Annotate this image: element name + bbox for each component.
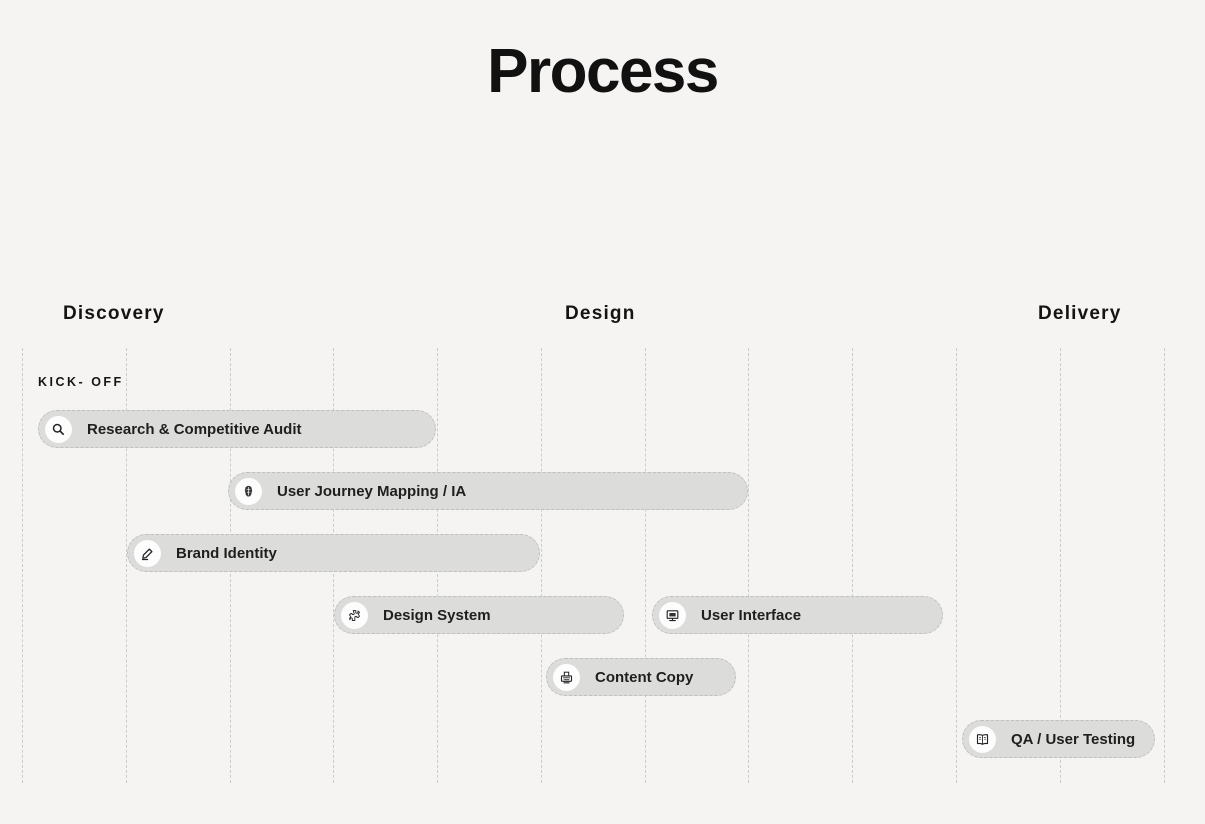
gridline <box>852 348 853 783</box>
task-label: Research & Competitive Audit <box>87 420 302 438</box>
phase-header-discovery: Discovery <box>63 303 165 324</box>
task-bar-content-copy: Content Copy <box>546 658 736 696</box>
task-label: User Interface <box>701 606 802 624</box>
gridline <box>1060 348 1061 783</box>
task-label: QA / User Testing <box>1011 730 1136 748</box>
gridline <box>956 348 957 783</box>
typewriter-icon <box>553 663 580 691</box>
search-icon <box>45 415 72 443</box>
task-bar-design-system: Design System <box>334 596 624 634</box>
gridline <box>1164 348 1165 783</box>
gridline <box>126 348 127 783</box>
book-icon <box>969 725 996 753</box>
task-bar-journey: User Journey Mapping / IA <box>228 472 748 510</box>
gridline <box>22 348 23 783</box>
phase-header-delivery: Delivery <box>1038 303 1122 324</box>
task-bar-research: Research & Competitive Audit <box>38 410 436 448</box>
kickoff-label: KICK- OFF <box>38 375 124 389</box>
phase-header-design: Design <box>565 303 636 324</box>
gridline <box>541 348 542 783</box>
components-icon <box>341 601 368 629</box>
task-label: Design System <box>383 606 491 624</box>
task-bar-qa-testing: QA / User Testing <box>962 720 1155 758</box>
gridline <box>748 348 749 783</box>
task-bar-user-interface: User Interface <box>652 596 943 634</box>
pencil-icon <box>134 539 161 567</box>
task-label: Content Copy <box>595 668 694 686</box>
page-title: Process <box>487 37 719 106</box>
brain-icon <box>235 477 262 505</box>
task-label: User Journey Mapping / IA <box>277 482 467 500</box>
task-label: Brand Identity <box>176 544 277 562</box>
monitor-icon <box>659 601 686 629</box>
task-bar-brand: Brand Identity <box>127 534 540 572</box>
gridline <box>645 348 646 783</box>
